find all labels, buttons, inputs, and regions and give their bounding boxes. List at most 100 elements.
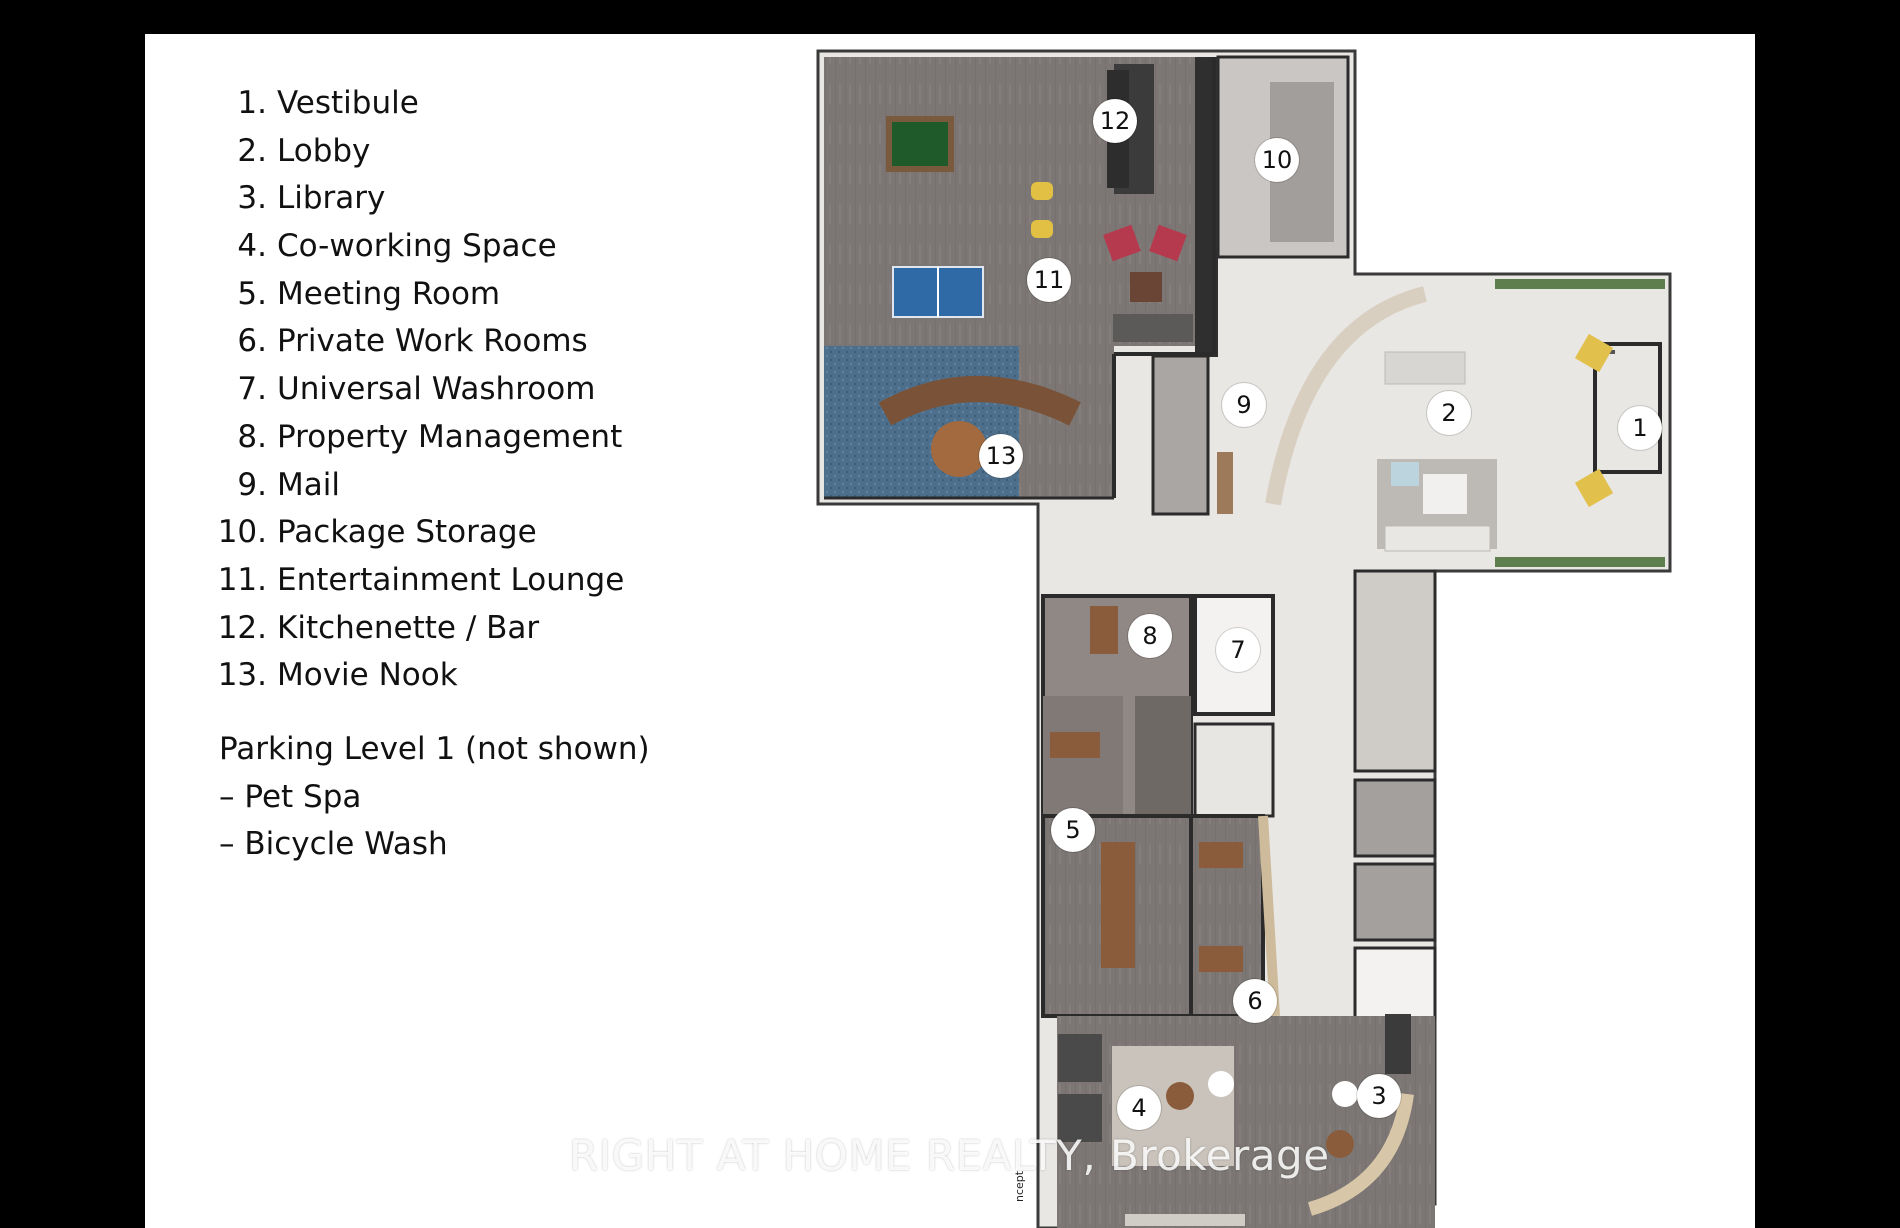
planter xyxy=(1495,279,1665,289)
vestibule-frame xyxy=(1593,342,1662,474)
meeting-table xyxy=(1101,842,1135,968)
work-booth xyxy=(1058,1034,1102,1082)
parking-item: – Bicycle Wash xyxy=(219,826,448,863)
service-room xyxy=(1353,569,1437,773)
billiard-table xyxy=(892,122,948,166)
legend-item-label: Lobby xyxy=(277,132,371,169)
office-floor xyxy=(1135,696,1191,816)
stool xyxy=(1031,220,1053,238)
round-table xyxy=(1332,1081,1358,1107)
room-marker-12: 12 xyxy=(1093,99,1137,143)
legend-item: 2. Lobby xyxy=(205,128,624,176)
desk xyxy=(1199,946,1243,972)
room-marker-5: 5 xyxy=(1051,808,1095,852)
coffee-table xyxy=(1423,474,1467,514)
reception-desk xyxy=(1384,351,1466,385)
parking-item: – Pet Spa xyxy=(219,778,362,815)
floor-plan-sheet: 1. Vestibule 2. Lobby 3.Library 4. Co-working … xyxy=(145,34,1755,1228)
washroom-vanity xyxy=(1193,722,1275,818)
room-marker-7: 7 xyxy=(1216,628,1260,672)
legend-item-number: 7. xyxy=(237,371,267,408)
legend-item-number: 5. xyxy=(237,275,267,312)
coffee-table xyxy=(1130,272,1162,302)
legend-item-label: Library xyxy=(277,180,386,217)
legend-item-number: 4. xyxy=(237,228,267,265)
legend-item-label: Movie Nook xyxy=(277,657,458,694)
legend-item-number: 6. xyxy=(237,323,267,360)
legend-item: 7. Universal Washroom xyxy=(205,366,624,414)
legend-item-label: Package Storage xyxy=(277,514,537,551)
room-marker-4: 4 xyxy=(1117,1086,1161,1130)
stool xyxy=(1031,182,1053,200)
curved-sofa xyxy=(878,376,1081,426)
desk xyxy=(1090,606,1118,654)
legend-item: 1. Vestibule xyxy=(205,80,624,128)
library-curved-shelf xyxy=(1307,1093,1414,1216)
legend-item: 5. Meeting Room xyxy=(205,271,624,319)
room-marker-10: 10 xyxy=(1255,138,1299,182)
legend-item-label: Co-working Space xyxy=(277,228,557,265)
legend-item-number: 13. xyxy=(217,657,267,694)
lounge-sofa xyxy=(1113,314,1193,342)
legend-item: 4. Co-working Space xyxy=(205,223,624,271)
legend-item: 8. Property Management xyxy=(205,414,624,462)
legend-item-number: 9. xyxy=(237,466,267,503)
desk xyxy=(1199,842,1243,868)
room-marker-11: 11 xyxy=(1027,258,1071,302)
room-marker-13: 13 xyxy=(979,434,1023,478)
legend-item: 13. Movie Nook xyxy=(205,652,624,700)
legend-item-number: 8. xyxy=(237,418,267,455)
armchair xyxy=(1574,333,1614,373)
legend-item-label: Mail xyxy=(277,466,340,503)
legend-item-number: 10. xyxy=(217,514,267,551)
legend-item-label: Universal Washroom xyxy=(277,371,596,408)
parking-note: Parking Level 1 (not shown) – Pet Spa – … xyxy=(219,726,650,869)
legend-item-number: 1. xyxy=(237,85,267,121)
lobby-chair xyxy=(1391,462,1419,486)
round-table xyxy=(1208,1071,1234,1097)
parking-heading: Parking Level 1 (not shown) xyxy=(219,731,650,767)
legend-item: 12. Kitchenette / Bar xyxy=(205,605,624,653)
desk xyxy=(1050,732,1100,758)
universal-washroom xyxy=(1193,594,1275,716)
elevator xyxy=(1353,862,1437,942)
legend-item-label: Vestibule xyxy=(277,85,419,121)
armchair xyxy=(1103,224,1141,262)
legend-item-label: Kitchenette / Bar xyxy=(277,609,540,646)
floor-plan: 1 2 3 4 5 6 7 8 9 10 11 12 13 ncept xyxy=(145,34,1755,1228)
armchair xyxy=(1574,468,1614,508)
room-legend: 1. Vestibule 2. Lobby 3.Library 4. Co-working … xyxy=(205,80,625,700)
room-marker-3: 3 xyxy=(1357,1074,1401,1118)
entertainment-lounge-floor xyxy=(824,57,1214,346)
armchair xyxy=(1149,224,1187,262)
legend-item: 6. Private Work Rooms xyxy=(205,318,624,366)
legend-item-number: 12. xyxy=(217,609,267,646)
legend-item-label: Property Management xyxy=(277,418,623,455)
legend-item: 3.Library xyxy=(205,175,624,223)
floor-plan-drawing xyxy=(816,49,1672,1228)
side-table xyxy=(1326,1130,1354,1158)
legend-item-label: Private Work Rooms xyxy=(277,323,588,360)
ottoman xyxy=(931,421,987,477)
legend-item: 10. Package Storage xyxy=(205,509,624,557)
lobby-sofa xyxy=(1384,525,1491,552)
legend-item-label: Entertainment Lounge xyxy=(277,561,625,598)
side-table xyxy=(1166,1082,1194,1110)
curved-wall xyxy=(1265,286,1427,506)
room-marker-8: 8 xyxy=(1128,614,1172,658)
service-closet xyxy=(1353,946,1437,1020)
room-marker-6: 6 xyxy=(1233,979,1277,1023)
planter xyxy=(1495,557,1665,567)
watermark: RIGHT AT HOME REALTY, Brokerage xyxy=(569,1130,1359,1182)
room-marker-9: 9 xyxy=(1222,383,1266,427)
legend-item-number: 2. xyxy=(237,132,267,169)
room-marker-2: 2 xyxy=(1427,391,1471,435)
mail-cabinet xyxy=(1217,452,1233,514)
legend-item: 11. Entertainment Lounge xyxy=(205,557,625,605)
library-sofa xyxy=(1385,1014,1411,1074)
legend-item: 9. Mail xyxy=(205,462,624,510)
elevator xyxy=(1353,778,1437,858)
legend-item-label: Meeting Room xyxy=(277,275,501,312)
legend-item-number: 11. xyxy=(217,561,267,598)
